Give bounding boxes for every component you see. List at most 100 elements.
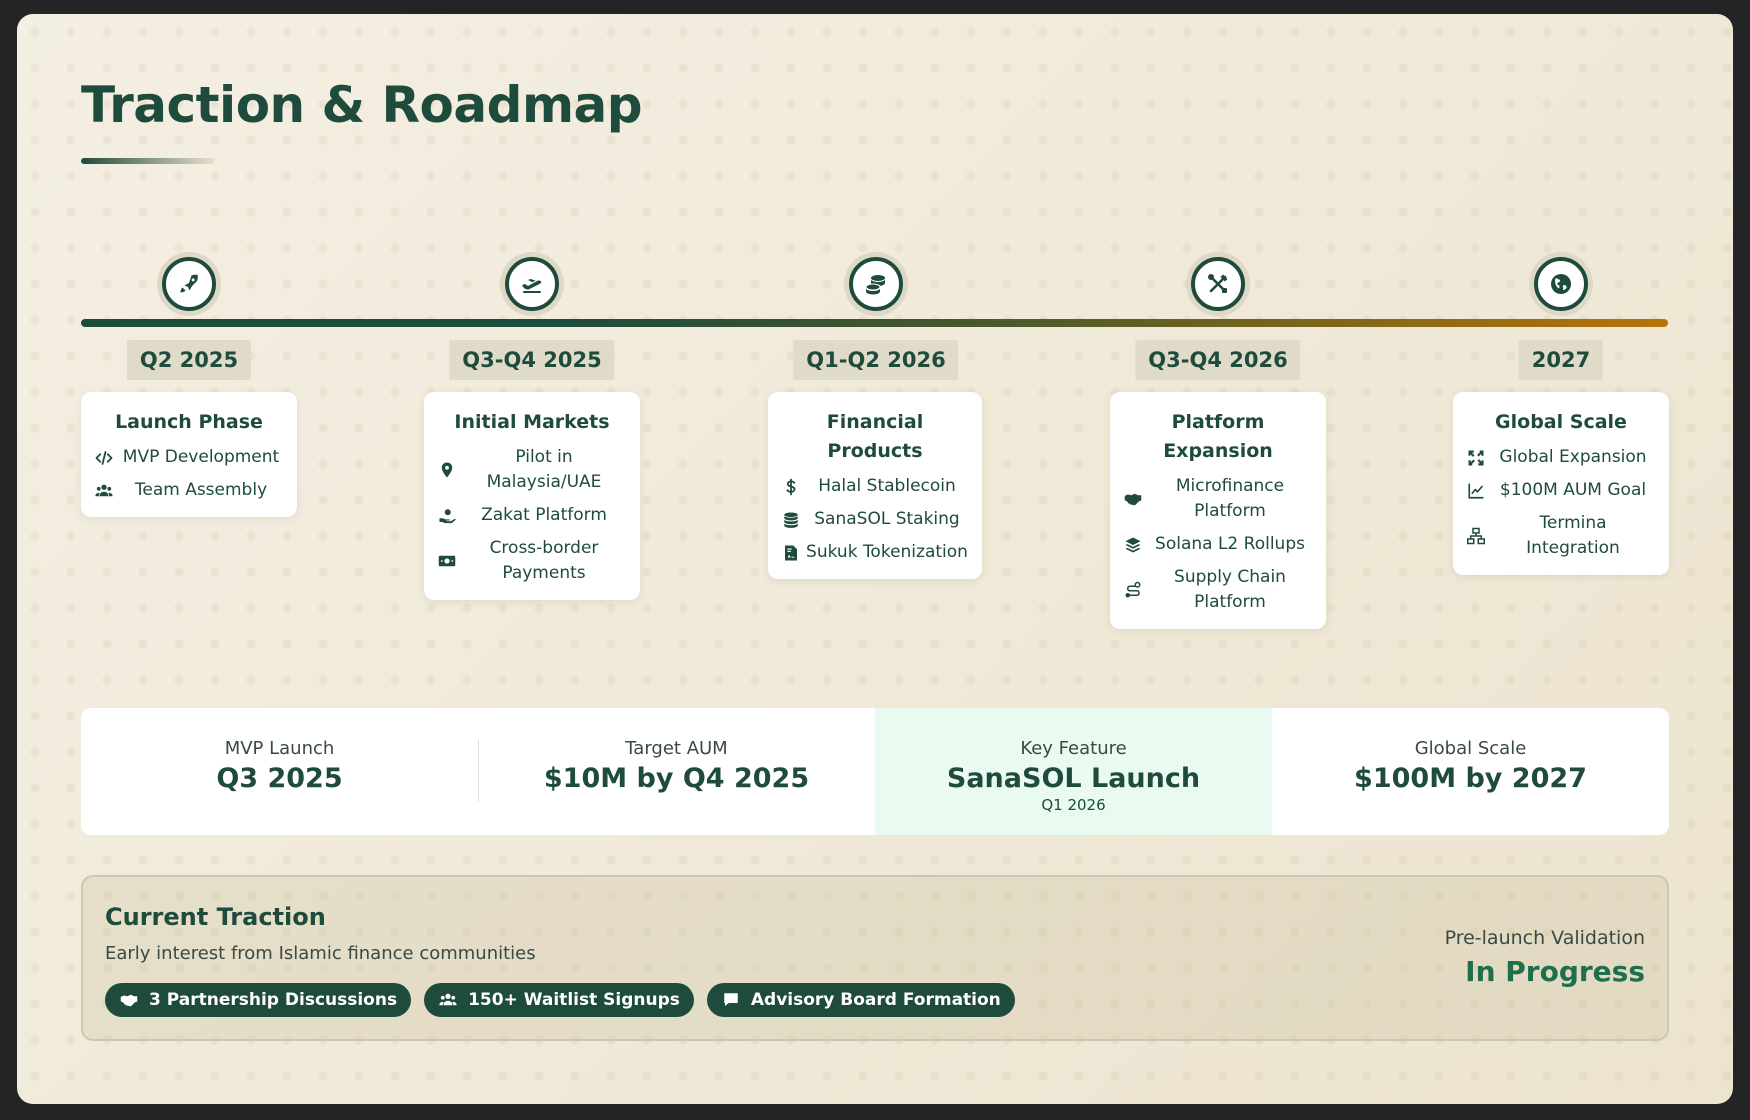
milestone-card: Global Scale Global Expansion $100M AUM … [1453,392,1669,575]
list-item: Halal Stablecoin [782,474,968,499]
item-label: Solana L2 Rollups [1155,534,1305,554]
route-icon [1124,581,1148,599]
item-label: MVP Development [122,447,280,467]
users-icon [95,482,119,500]
stat-value: $100M by 2027 [1354,763,1587,794]
list-item: Termina Integration [1467,511,1655,561]
milestone-card: Launch Phase MVP Development Team Assemb… [81,392,297,517]
traction-title: Current Traction [105,903,326,931]
stat-label: MVP Launch [224,738,335,759]
stat-mvp-launch: MVP Launch Q3 2025 [81,708,478,835]
globe-icon [1551,274,1571,294]
item-label: Sukuk Tokenization [806,542,968,562]
list-item: Microfinance Platform [1124,474,1312,524]
pill-label: Advisory Board Formation [750,990,1001,1010]
plane-departure-icon [522,279,542,293]
list-item: MVP Development [95,445,283,470]
pill-partnership-discussions: 3 Partnership Discussions [105,983,412,1017]
coins-stack-icon [782,511,806,529]
milestone-node [500,252,564,316]
stat-value: SanaSOL Launch [946,763,1201,794]
milestone-node [1529,252,1593,316]
comment-icon [724,993,738,1006]
milestone-date: Q2 2025 [126,340,252,380]
stat-label: Global Scale [1414,738,1527,759]
handshake-icon [120,994,138,1007]
code-icon [95,449,119,467]
pill-waitlist-signups: 150+ Waitlist Signups [424,983,694,1017]
list-item: $100M AUM Goal [1467,478,1655,503]
stat-target-aum: Target AUM $10M by Q4 2025 [478,708,875,835]
handshake-icon [1124,490,1148,508]
list-item: Pilot in Malaysia/UAE [438,445,626,495]
pill-label: 3 Partnership Discussions [149,990,398,1010]
page-title: Traction & Roadmap [81,76,643,134]
milestone-card: Platform Expansion Microfinance Platform… [1110,392,1326,629]
status-value: In Progress [1465,955,1645,988]
milestone-node [1186,252,1250,316]
stat-label: Target AUM [625,738,728,759]
coins-icon [865,275,885,295]
status-label: Pre-launch Validation [1444,927,1645,949]
milestone-date: 2027 [1518,340,1604,380]
layers-icon [1124,536,1148,554]
stat-label: Key Feature [1020,738,1127,759]
item-label: Supply Chain Platform [1174,567,1286,612]
users-icon [439,993,457,1006]
rocket-icon [180,274,198,293]
traction-subtitle: Early interest from Islamic finance comm… [105,943,536,964]
list-item: Cross-border Payments [438,536,626,586]
list-item: Sukuk Tokenization [782,540,968,565]
item-label: Zakat Platform [481,505,607,525]
item-label: Global Expansion [1499,447,1647,467]
chart-line-icon [1467,482,1491,500]
item-label: Microfinance Platform [1175,476,1285,521]
milestone-title: Initial Markets [454,411,610,433]
stat-value: Q3 2025 [216,763,343,794]
milestone-title: Platform Expansion [1163,411,1273,462]
traction-panel: Current Traction Early interest from Isl… [81,875,1669,1041]
item-label: Pilot in Malaysia/UAE [486,447,602,492]
item-label: SanaSOL Staking [814,509,960,529]
item-label: $100M AUM Goal [1499,480,1647,500]
milestone-date: Q1-Q2 2026 [793,340,959,380]
pill-label: 150+ Waitlist Signups [468,990,680,1010]
network-icon [1467,527,1491,545]
dollar-icon [782,478,806,496]
money-bill-icon [438,552,462,570]
hand-holding-icon [438,507,462,525]
milestone-date: Q3-Q4 2025 [449,340,615,380]
list-item: SanaSOL Staking [782,507,968,532]
milestone-node [157,252,221,316]
item-label: Team Assembly [134,480,268,500]
item-label: Termina Integration [1526,513,1620,558]
traction-status: Pre-launch Validation In Progress [1445,927,1645,988]
slide: Traction & Roadmap Q2 2025 Launch Phase … [17,14,1733,1104]
stat-global-scale: Global Scale $100M by 2027 [1272,708,1669,835]
list-item: Team Assembly [95,478,283,503]
milestone-card: Initial Markets Pilot in Malaysia/UAE Za… [424,392,640,600]
map-pin-icon [438,461,462,479]
stat-key-feature: Key Feature SanaSOL Launch Q1 2026 [875,708,1272,835]
title-underline [81,158,215,164]
milestone-card: Financial Products Halal Stablecoin Sana… [768,392,982,579]
stats-bar: MVP Launch Q3 2025 Target AUM $10M by Q4… [81,708,1669,835]
list-item: Supply Chain Platform [1124,565,1312,615]
pill-advisory-board: Advisory Board Formation [706,983,1015,1017]
milestone-title: Launch Phase [115,411,263,433]
milestone-title: Financial Products [826,411,924,462]
milestone-date: Q3-Q4 2026 [1135,340,1301,380]
tools-icon [1208,274,1228,293]
contract-icon [782,544,806,562]
list-item: Zakat Platform [438,503,626,528]
stat-sub: Q1 2026 [1041,796,1106,814]
list-item: Solana L2 Rollups [1124,532,1312,557]
item-label: Halal Stablecoin [818,476,956,496]
timeline-bar [81,319,1668,327]
milestone-node [844,252,908,316]
expand-icon [1467,449,1491,467]
milestone-title: Global Scale [1495,411,1627,433]
list-item: Global Expansion [1467,445,1655,470]
stat-value: $10M by Q4 2025 [543,763,810,794]
item-label: Cross-border Payments [489,538,599,583]
